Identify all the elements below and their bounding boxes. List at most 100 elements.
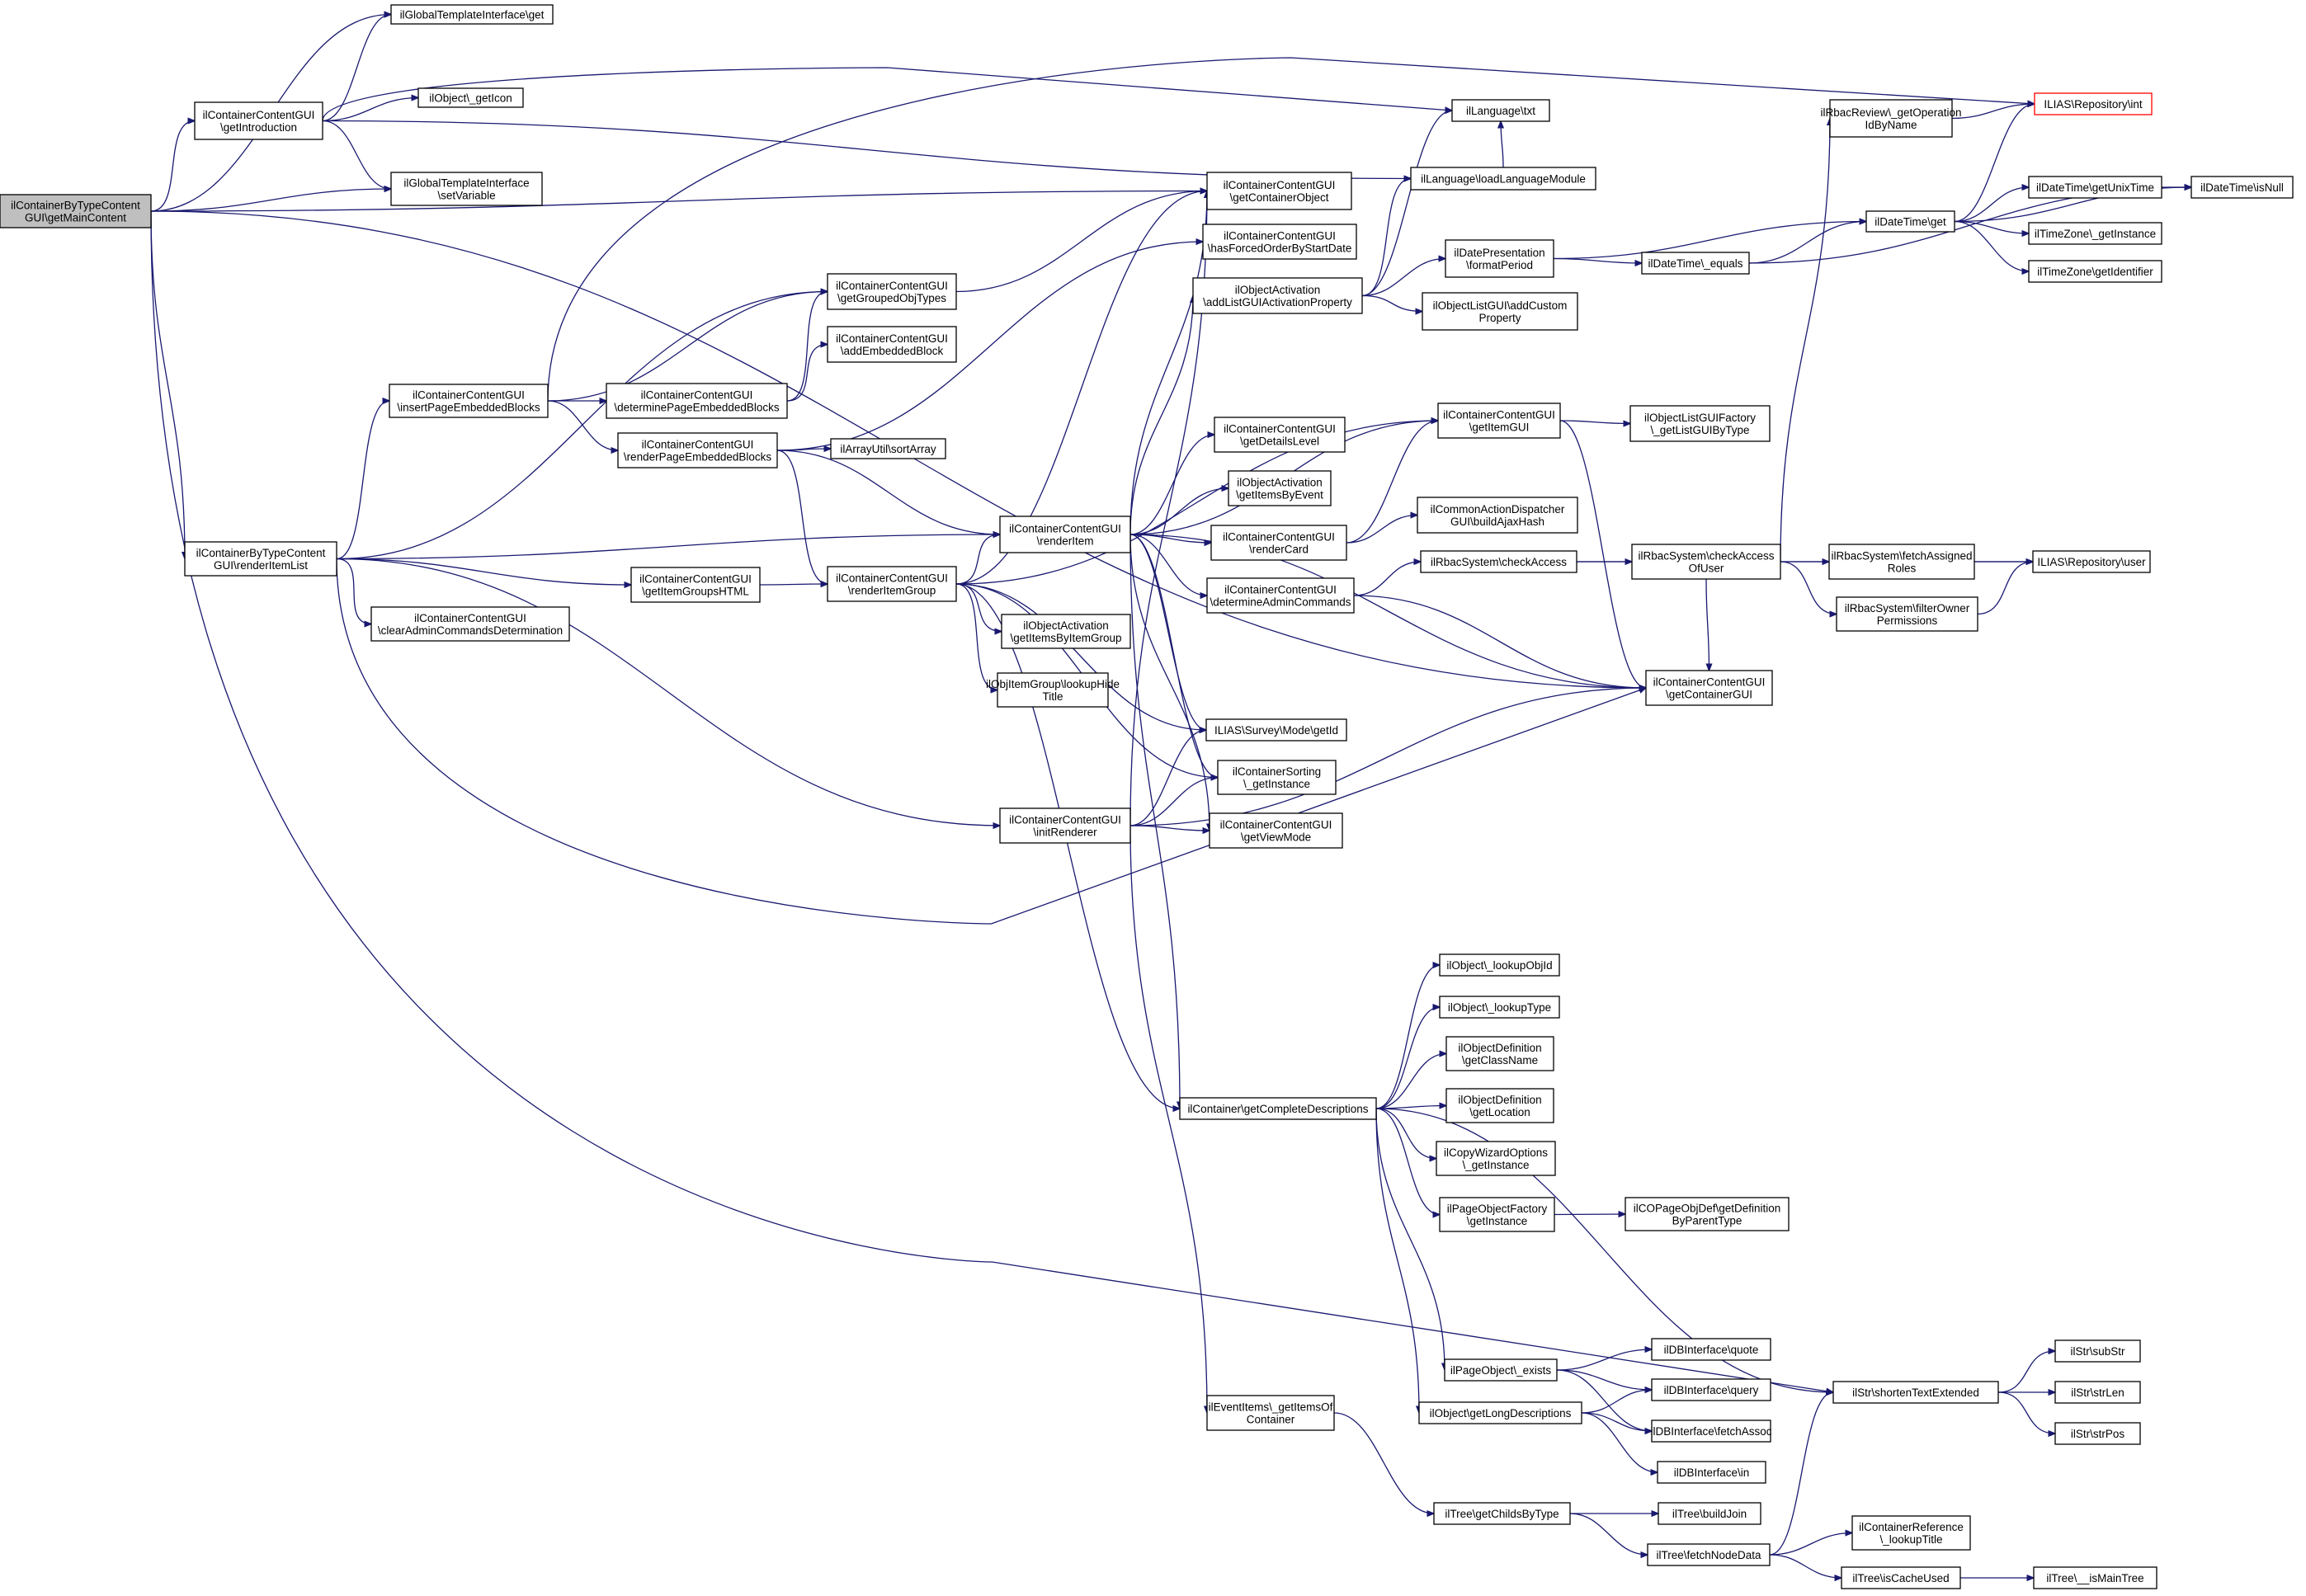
node-db-fetch[interactable]: ilDBInterface\fetchAssoc bbox=[1650, 1419, 1772, 1443]
node-lookup-obj-id[interactable]: ilObject\_lookupObjId bbox=[1439, 953, 1560, 977]
node-get-container-g-u-i[interactable]: ilContainerContentGUI\getContainerGUI bbox=[1645, 670, 1773, 706]
node-get-item-groups[interactable]: ilContainerContentGUI\getItemGroupsHTML bbox=[630, 567, 761, 603]
node-date-format[interactable]: ilDatePresentation\formatPeriod bbox=[1445, 239, 1554, 278]
node-get-grouped[interactable]: ilContainerContentGUI\getGroupedObjTypes bbox=[827, 273, 957, 310]
node-clear-admin[interactable]: ilContainerContentGUI\clearAdminCommands… bbox=[370, 606, 570, 642]
node-db-in[interactable]: ilDBInterface\in bbox=[1657, 1461, 1766, 1484]
node-render-item-list[interactable]: ilContainerByTypeContentGUI\renderItemLi… bbox=[184, 541, 337, 577]
edge-get-intro-to-get-icon bbox=[322, 98, 418, 122]
node-build-join[interactable]: ilTree\buildJoin bbox=[1658, 1502, 1761, 1525]
node-tree-childs[interactable]: ilTree\getChildsByType bbox=[1433, 1502, 1571, 1525]
node-label: \addListGUIActivationProperty bbox=[1203, 296, 1352, 308]
node-sorting-inst[interactable]: ilContainerSorting\_getInstance bbox=[1217, 760, 1337, 795]
node-get-details[interactable]: ilContainerContentGUI\getDetailsLevel bbox=[1214, 417, 1346, 453]
node-fetch-node[interactable]: ilTree\fetchNodeData bbox=[1647, 1543, 1771, 1566]
node-dt-is-null[interactable]: ilDateTime\isNull bbox=[2190, 176, 2294, 199]
node-def-location[interactable]: ilObjectDefinition\getLocation bbox=[1445, 1088, 1554, 1123]
node-tz-get-inst[interactable]: ilTimeZone\_getInstance bbox=[2028, 222, 2162, 245]
node-init-renderer[interactable]: ilContainerContentGUI\initRenderer bbox=[999, 807, 1131, 844]
node-tz-get-id[interactable]: ilTimeZone\getIdentifier bbox=[2028, 260, 2162, 283]
node-get-view-mode[interactable]: ilContainerContentGUI\getViewMode bbox=[1209, 812, 1343, 849]
edge-dt-get-to-repo-int bbox=[1954, 104, 2035, 223]
node-page-exists[interactable]: ilPageObject\_exists bbox=[1444, 1358, 1558, 1382]
edge-determine-page-to-add-embedded bbox=[786, 345, 828, 402]
node-str-len[interactable]: ilStr\strLen bbox=[2054, 1381, 2141, 1404]
node-get-icon[interactable]: ilObject\_getIcon bbox=[417, 87, 524, 108]
edge-determine-admin-to-get-container-g-u-i bbox=[1353, 595, 1646, 688]
node-page-obj-factory[interactable]: ilPageObjectFactory\getInstance bbox=[1439, 1197, 1555, 1232]
node-render-item[interactable]: ilContainerContentGUI\renderItem bbox=[999, 516, 1131, 553]
node-render-card[interactable]: ilContainerContentGUI\renderCard bbox=[1210, 525, 1347, 561]
node-label: ILIAS\Repository\user bbox=[2037, 556, 2146, 568]
node-repo-user[interactable]: ILIAS\Repository\user bbox=[2032, 550, 2151, 573]
node-set-var[interactable]: ilGlobalTemplateInterface\setVariable bbox=[390, 172, 543, 206]
node-dt-get-unix[interactable]: ilDateTime\getUnixTime bbox=[2028, 176, 2162, 199]
node-ajax-hash[interactable]: ilCommonActionDispatcherGUI\buildAjaxHas… bbox=[1417, 497, 1578, 534]
node-is-main-tree[interactable]: ilTree\__isMainTree bbox=[2033, 1566, 2157, 1589]
node-box bbox=[1631, 544, 1781, 580]
node-copy-wizard[interactable]: ilCopyWizardOptions\_getInstance bbox=[1436, 1141, 1556, 1176]
node-box bbox=[1206, 172, 1352, 210]
node-box bbox=[1851, 1515, 1971, 1551]
node-label: ilRbacSystem\checkAccess bbox=[1638, 550, 1774, 563]
node-shorten[interactable]: ilStr\shortenTextExtended bbox=[1832, 1381, 1999, 1404]
node-main[interactable]: ilContainerByTypeContentGUI\getMainConte… bbox=[0, 194, 152, 228]
node-label: GUI\buildAjaxHash bbox=[1450, 516, 1544, 528]
node-repo-int[interactable]: ILIAS\Repository\int bbox=[2034, 92, 2153, 115]
node-lookup-type[interactable]: ilObject\_lookupType bbox=[1439, 996, 1560, 1019]
node-box bbox=[1645, 670, 1773, 706]
node-render-page[interactable]: ilContainerContentGUI\renderPageEmbedded… bbox=[617, 432, 778, 468]
node-str-pos[interactable]: ilStr\strPos bbox=[2054, 1422, 2141, 1445]
edge-long-desc-to-db-query bbox=[1581, 1390, 1652, 1414]
node-survey-get-id[interactable]: ILIAS\Survey\Mode\getId bbox=[1205, 718, 1347, 742]
node-dt-equals[interactable]: ilDateTime\_equals bbox=[1641, 252, 1750, 275]
node-long-desc[interactable]: ilObject\getLongDescriptions bbox=[1418, 1401, 1582, 1424]
node-gti-get[interactable]: ilGlobalTemplateInterface\get bbox=[390, 4, 554, 25]
node-sub-str[interactable]: ilStr\subStr bbox=[2054, 1339, 2141, 1363]
node-get-items-by-event[interactable]: ilObjectActivation\getItemsByEvent bbox=[1228, 470, 1332, 506]
node-lookup-title[interactable]: ilContainerReference\_lookupTitle bbox=[1851, 1515, 1971, 1551]
node-box bbox=[1625, 1197, 1790, 1231]
node-get-complete-desc[interactable]: ilContainer\getCompleteDescriptions bbox=[1179, 1097, 1377, 1120]
node-get-container-obj[interactable]: ilContainerContentGUI\getContainerObject bbox=[1206, 172, 1352, 210]
edge-render-item-to-get-complete-desc bbox=[1129, 534, 1180, 1109]
call-edges bbox=[150, 15, 2191, 1579]
node-label: \insertPageEmbeddedBlocks bbox=[397, 402, 540, 414]
node-check-access[interactable]: ilRbacSystem\checkAccess bbox=[1420, 550, 1577, 573]
node-determine-admin[interactable]: ilContainerContentGUI\determineAdminComm… bbox=[1206, 577, 1355, 614]
node-get-item-g-u-i[interactable]: ilContainerContentGUI\getItemGUI bbox=[1437, 403, 1561, 439]
node-is-cache-used[interactable]: ilTree\isCacheUsed bbox=[1841, 1566, 1961, 1589]
node-box bbox=[390, 4, 554, 25]
node-box bbox=[1651, 1338, 1771, 1361]
node-insert-page[interactable]: ilContainerContentGUI\insertPageEmbedded… bbox=[389, 384, 549, 418]
node-add-embedded[interactable]: ilContainerContentGUI\addEmbeddedBlock bbox=[827, 326, 957, 363]
edge-get-intro-to-lang-txt bbox=[322, 67, 1452, 121]
node-load-lang[interactable]: ilLanguage\loadLanguageModule bbox=[1410, 167, 1596, 191]
node-has-forced[interactable]: ilContainerContentGUI\hasForcedOrderBySt… bbox=[1202, 224, 1357, 260]
edge-insert-page-to-repo-int bbox=[547, 57, 2035, 402]
node-def-class-name[interactable]: ilObjectDefinition\getClassName bbox=[1445, 1036, 1554, 1071]
node-add-list-act[interactable]: ilObjectActivation\addListGUIActivationP… bbox=[1192, 277, 1363, 314]
node-get-items-by-group[interactable]: ilObjectActivation\getItemsByItemGroup bbox=[1001, 614, 1131, 649]
edge-main-to-shorten bbox=[150, 210, 1833, 1392]
node-determine-page[interactable]: ilContainerContentGUI\determinePageEmbed… bbox=[606, 383, 788, 419]
node-list-factory[interactable]: ilObjectListGUIFactory\_getListGUIByType bbox=[1629, 405, 1771, 442]
node-dt-get[interactable]: ilDateTime\get bbox=[1865, 210, 1955, 233]
node-get-intro[interactable]: ilContainerContentGUI\getIntroduction bbox=[194, 101, 323, 140]
node-render-item-group[interactable]: ilContainerContentGUI\renderItemGroup bbox=[827, 566, 957, 602]
node-db-query[interactable]: ilDBInterface\query bbox=[1651, 1378, 1771, 1401]
node-box bbox=[1202, 224, 1357, 260]
node-label: ilDBInterface\query bbox=[1664, 1384, 1759, 1396]
node-lang-txt[interactable]: ilLanguage\txt bbox=[1451, 99, 1550, 122]
node-sort-array[interactable]: ilArrayUtil\sortArray bbox=[830, 438, 946, 459]
node-db-quote[interactable]: ilDBInterface\quote bbox=[1651, 1338, 1771, 1361]
edge-get-intro-to-load-lang bbox=[322, 120, 1411, 179]
